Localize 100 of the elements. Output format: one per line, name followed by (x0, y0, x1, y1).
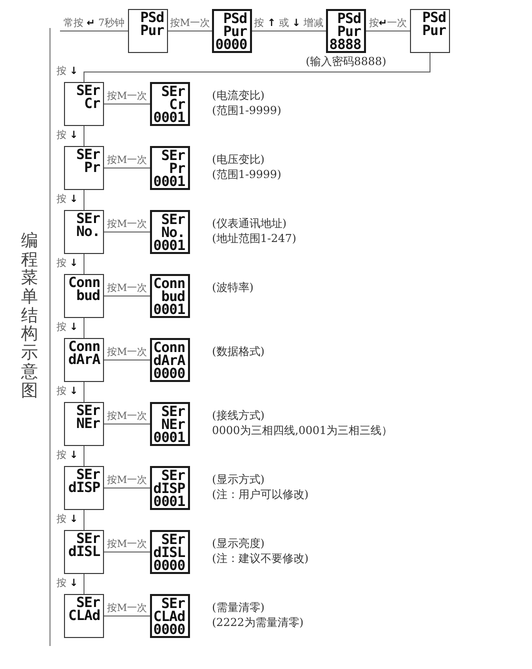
edge-label: 按 ↓ (55, 450, 79, 462)
lcd-readout: SEr (161, 470, 185, 483)
lcd-readout: SEr (161, 86, 185, 99)
note-text: (电流变比) (212, 89, 265, 103)
lcd-screen (150, 466, 190, 510)
lcd-screen (64, 594, 104, 638)
edge-label: 按 ↑ 或 ↓ 增减 (253, 18, 325, 30)
note-text: (显示亮度) (212, 537, 265, 551)
lcd-readout: Pur (422, 25, 446, 38)
lcd-screen (150, 402, 190, 446)
lcd-readout: Conn (68, 277, 100, 290)
edge-label: 按M一次 (106, 283, 148, 295)
lcd-readout: 0001 (153, 304, 185, 317)
connector-line (60, 30, 128, 32)
edge-label: 按M一次 (106, 475, 148, 487)
edge-label: 按M一次 (106, 411, 148, 423)
lcd-readout: bud (161, 291, 185, 304)
lcd-readout: SEr (76, 85, 100, 98)
connector-line (168, 30, 212, 32)
lcd-screen (64, 402, 104, 446)
note-text: (电压变比) (212, 153, 265, 167)
lcd-readout: SEr (76, 597, 100, 610)
lcd-readout: PSd (223, 13, 247, 26)
lcd-screen (150, 210, 190, 254)
edge-label: 按 ↓ (55, 578, 79, 590)
lcd-screen (64, 466, 104, 510)
lcd-screen (64, 530, 104, 574)
lcd-readout: 0000 (215, 39, 247, 52)
lcd-readout: SEr (76, 533, 100, 546)
lcd-readout: NEr (76, 418, 100, 431)
lcd-readout: CLAd (68, 610, 100, 623)
connector-line (84, 52, 430, 82)
lcd-readout: SEr (161, 406, 185, 419)
note-text: (仪表通讯地址) (212, 217, 287, 231)
edge-label: 按 ↓ (55, 386, 79, 398)
note-text: (接线方式) (212, 409, 265, 423)
note-text: (注：建议不要修改) (212, 552, 309, 566)
lcd-readout: PSd (422, 12, 446, 25)
lcd-readout: dISL (153, 547, 185, 560)
note-text: (波特率) (212, 281, 254, 295)
note-text: (数据格式) (212, 345, 265, 359)
lcd-readout: 0001 (153, 432, 185, 445)
edge-label: 按M一次 (106, 347, 148, 359)
edge-label: 按↵一次 (368, 18, 408, 30)
lcd-screen (64, 82, 104, 126)
note-text: 0000为三相四线,0001为三相三线） (212, 424, 392, 438)
lcd-readout: 0001 (153, 176, 185, 189)
edge-label: 按M一次 (106, 539, 148, 551)
lcd-readout: SEr (161, 598, 185, 611)
note-text: (输入密码8888) (306, 55, 386, 69)
lcd-screen (128, 9, 168, 53)
lcd-readout: Conn (153, 278, 185, 291)
lcd-readout: Conn (68, 341, 100, 354)
lcd-screen (150, 530, 190, 574)
lcd-readout: SEr (76, 405, 100, 418)
note-text: (2222为需量清零) (212, 616, 304, 630)
lcd-readout: Pur (223, 26, 247, 39)
connector-line (366, 30, 410, 32)
edge-label: 常按 ↵ 7秒钟 (62, 18, 126, 30)
lcd-readout: dArA (153, 355, 185, 368)
lcd-readout: Cr (169, 99, 185, 112)
edge-label: 按M一次 (106, 603, 148, 615)
lcd-readout: Pur (337, 26, 361, 39)
lcd-readout: SEr (161, 214, 185, 227)
lcd-readout: 0000 (153, 368, 185, 381)
lcd-readout: PSd (140, 12, 164, 25)
lcd-screen (150, 594, 190, 638)
lcd-readout: SEr (76, 469, 100, 482)
lcd-screen (150, 274, 190, 318)
diagram-title: 编程菜单结构示意图 (21, 232, 38, 400)
lcd-readout: 8888 (329, 39, 361, 52)
lcd-readout: 0000 (153, 624, 185, 637)
lcd-screen (150, 82, 190, 126)
lcd-readout: bud (76, 290, 100, 303)
lcd-screen (212, 9, 252, 53)
lcd-screen (150, 338, 190, 382)
edge-label: 按 ↓ (55, 258, 79, 270)
lcd-readout: SEr (161, 150, 185, 163)
edge-label: 按M一次 (168, 18, 212, 30)
lcd-readout: CLAd (153, 611, 185, 624)
lcd-readout: NEr (161, 419, 185, 432)
lcd-readout: dISP (153, 483, 185, 496)
note-text: (范围1-9999) (212, 104, 282, 118)
note-text: (注：用户可以修改) (212, 488, 309, 502)
lcd-readout: 0001 (153, 240, 185, 253)
lcd-screen (64, 274, 104, 318)
edge-label: 按 ↓ (55, 322, 79, 334)
lcd-readout: No. (161, 227, 185, 240)
lcd-readout: 0000 (153, 560, 185, 573)
edge-label: 按M一次 (106, 219, 148, 231)
lcd-readout: dISL (68, 546, 100, 559)
edge-label: 按 ↓ (55, 66, 79, 78)
lcd-readout: Conn (153, 342, 185, 355)
lcd-readout: 0001 (153, 496, 185, 509)
lcd-screen (64, 146, 104, 190)
lcd-readout: SEr (161, 534, 185, 547)
lcd-readout: SEr (76, 213, 100, 226)
lcd-screen (410, 9, 450, 53)
note-text: (地址范围1-247) (212, 232, 296, 246)
note-text: (需量清零) (212, 601, 265, 615)
